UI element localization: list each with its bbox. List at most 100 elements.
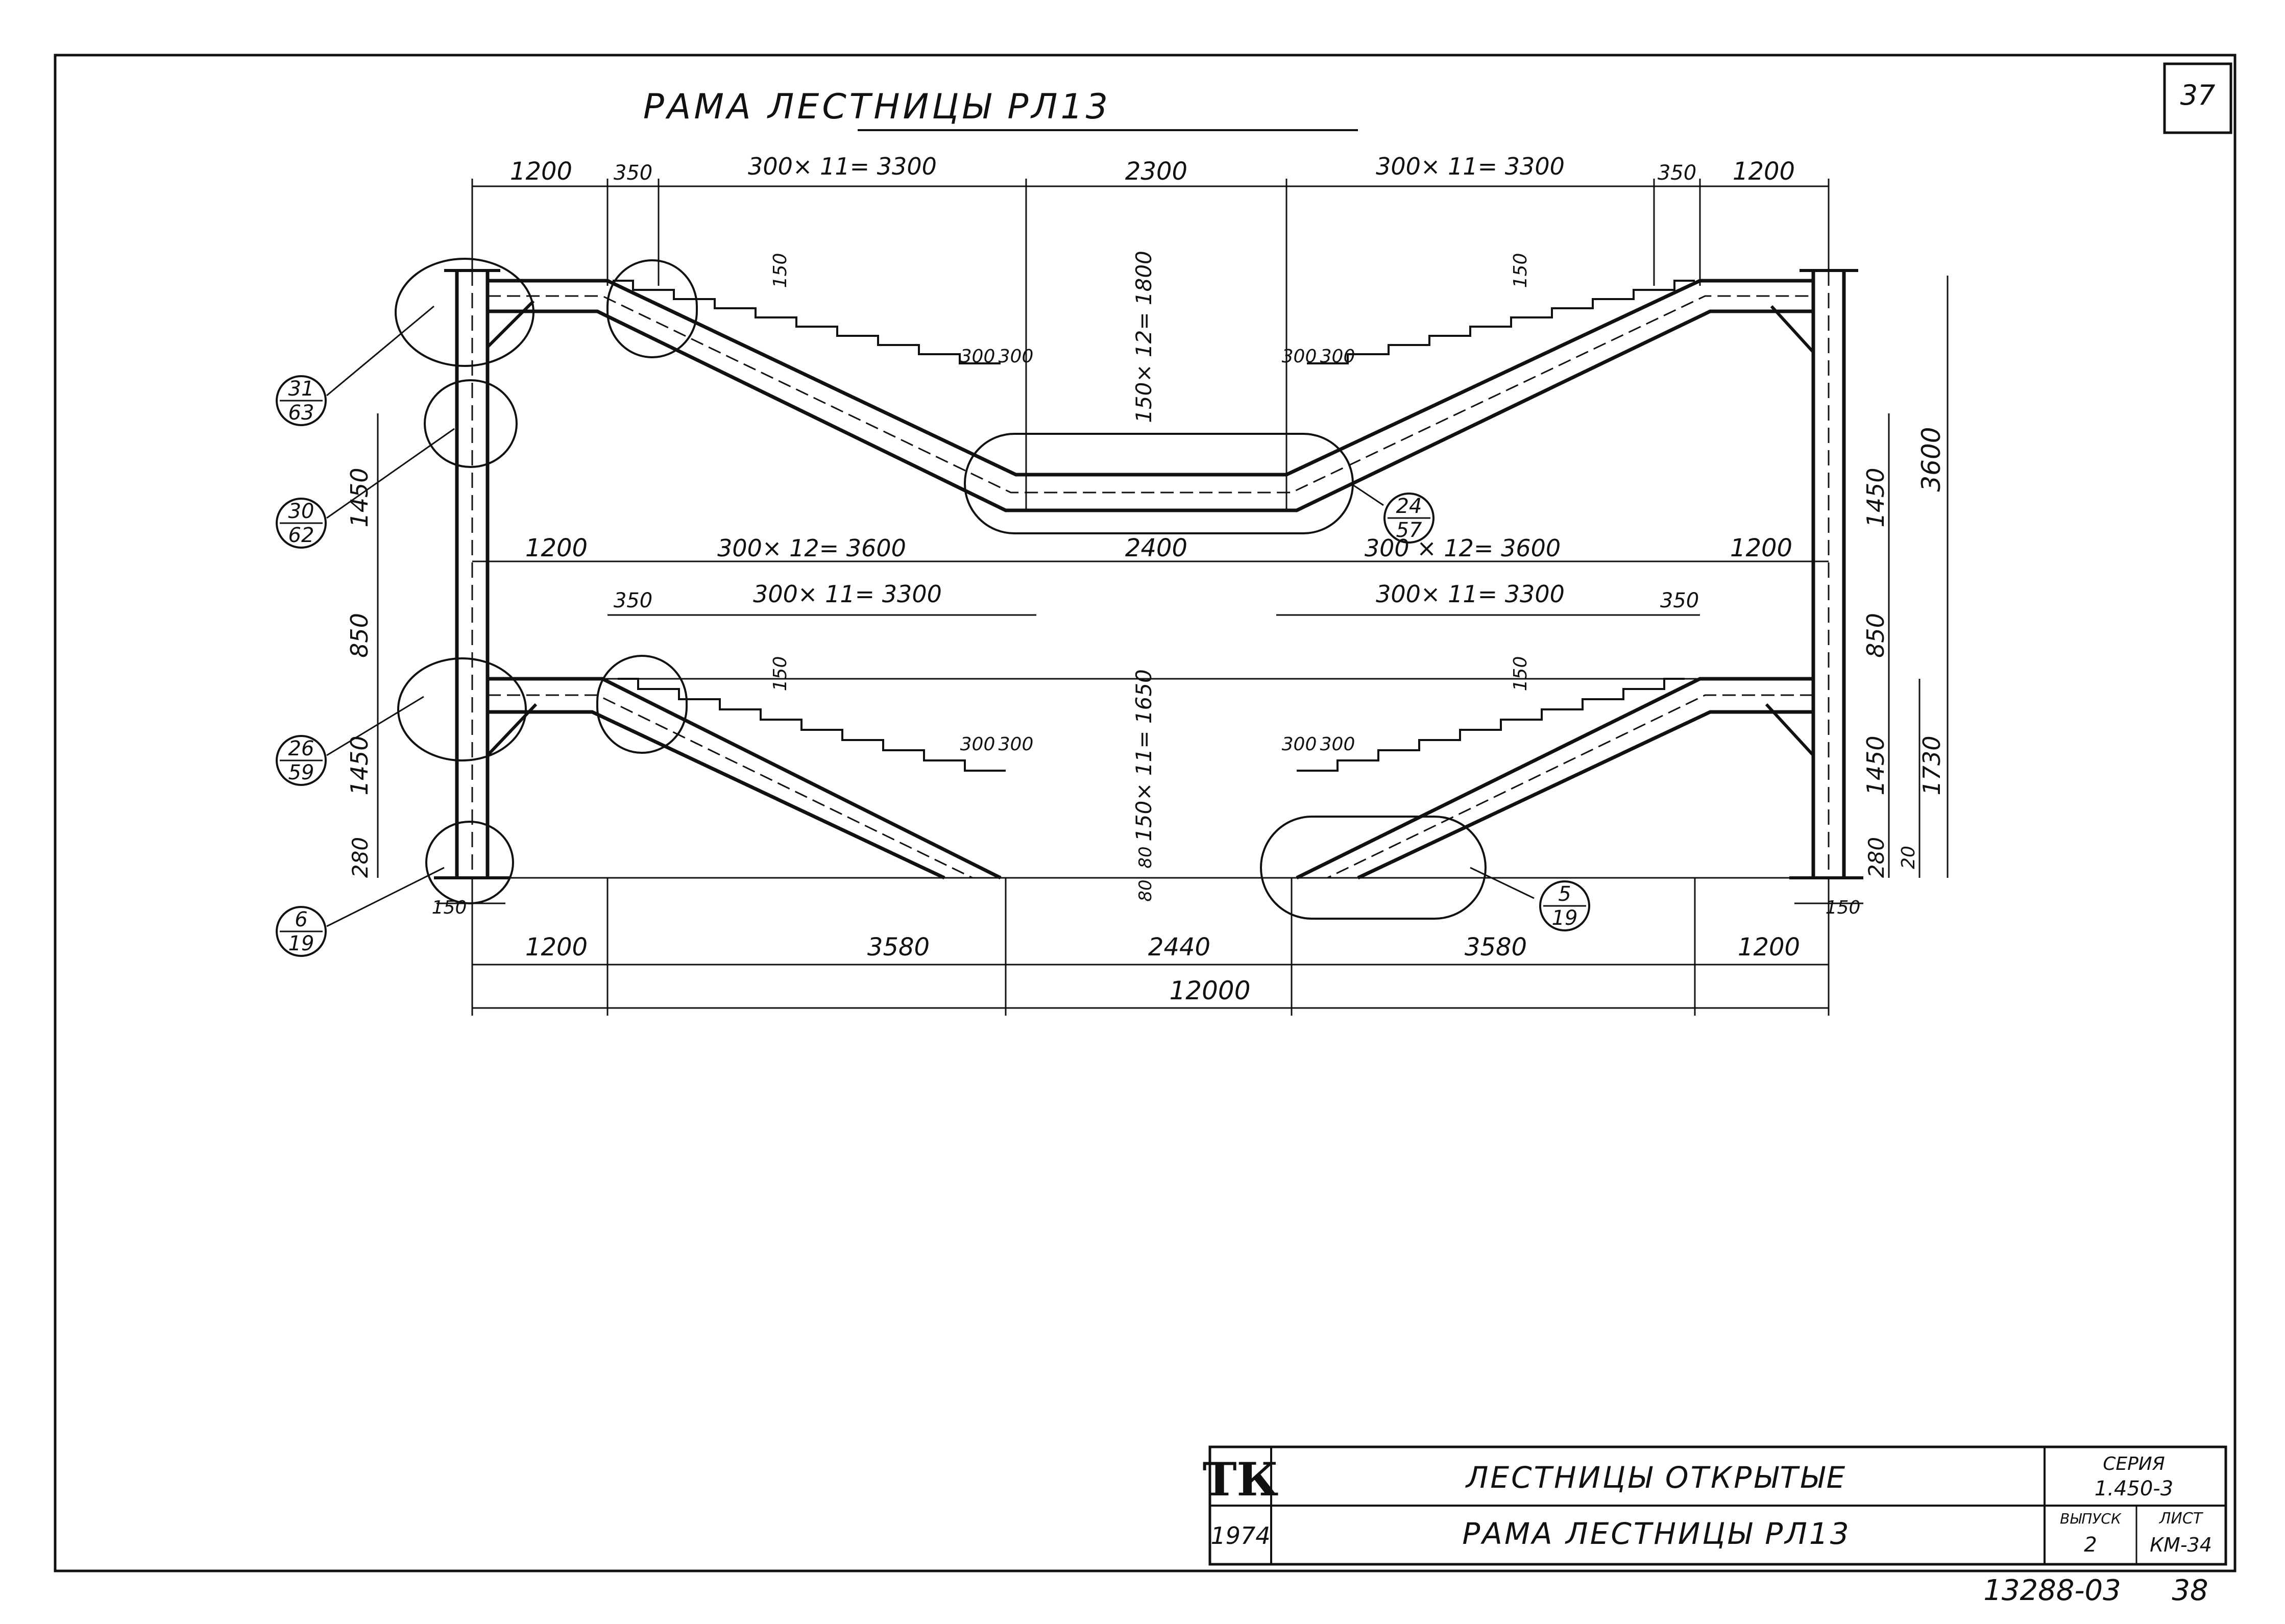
detail-markers [395, 258, 1487, 920]
dim-mid-4: 1200 [1730, 534, 1792, 562]
upper-left-treads [613, 280, 1001, 364]
dim-right-v2: 1450 [1862, 735, 1889, 795]
dim-mid-0: 1200 [525, 534, 588, 562]
archive-page: 38 [2172, 1574, 2208, 1607]
lower-left-stringer-bottom [488, 710, 945, 880]
dim-top-0: 1200 [510, 157, 572, 186]
dim-lower-0: 350 [614, 589, 652, 612]
sheet-number-box [2163, 62, 2232, 134]
svg-text:59: 59 [288, 761, 314, 784]
lower-right-stringer-top [1296, 677, 1813, 880]
callout-24-57: 24 57 [1383, 493, 1435, 544]
lower-right-treads [1297, 678, 1685, 772]
dim-mid-2: 2400 [1125, 534, 1187, 562]
issue-value: 2 [2084, 1533, 2097, 1557]
dim-right-v1: 850 [1862, 613, 1889, 658]
dim-right-total-upper: 3600 [1916, 427, 1946, 491]
svg-text:24: 24 [1396, 495, 1422, 518]
callout-5-19: 5 19 [1539, 880, 1590, 931]
archive-number: 13288-03 [1983, 1574, 2121, 1607]
dim-right-total-lower: 1730 [1918, 735, 1946, 795]
lower-right-stringer-bottom [1357, 710, 1813, 880]
dim-step-lower-center: 150× 11= 1650 [1131, 669, 1156, 842]
dim-tread-upper-right-a: 300 [1282, 346, 1317, 367]
detail-oval-24 [964, 433, 1354, 534]
dim-top-1: 350 [614, 161, 652, 185]
callout-31-63: 31 63 [276, 375, 327, 426]
sheet-number: 37 [2180, 79, 2216, 111]
dim-mid-3: 300 × 12= 3600 [1365, 534, 1561, 562]
detail-oval-26 [397, 657, 527, 761]
dim-tread-lower-right-b: 300 [1320, 734, 1355, 755]
sheet-value: КМ-34 [2150, 1534, 2212, 1556]
dim-top-2: 300× 11= 3300 [748, 153, 937, 180]
issue-label: ВЫПУСК [2060, 1510, 2122, 1527]
dim-tread-lower-right-a: 300 [1282, 734, 1317, 755]
dim-right-v0: 1450 [1862, 467, 1889, 527]
title-block [1208, 1445, 2227, 1566]
detail-circle-30 [424, 379, 518, 468]
callout-30-62: 30 62 [276, 498, 327, 549]
dim-left-v3: 280 [348, 837, 373, 878]
dim-bottom-3: 3580 [1465, 933, 1527, 962]
dim-left-v1: 850 [346, 613, 373, 658]
lower-left-treads [618, 678, 1006, 772]
svg-text:26: 26 [288, 737, 314, 760]
dim-step-upper-center: 150× 12= 1800 [1131, 251, 1156, 423]
dimension-labels: 1200 350 300× 11= 3300 2300 300× 11= 330… [346, 153, 1946, 1005]
detail-oval-31 [395, 258, 534, 367]
upper-right-treads [1307, 280, 1695, 364]
series-value: 1.450-3 [2095, 1477, 2173, 1500]
dim-tread-lower-left-b: 300 [999, 734, 1034, 755]
dimension-lines [377, 179, 1949, 1016]
dim-overall: 12000 [1169, 976, 1250, 1005]
sheet-label: ЛИСТ [2159, 1510, 2204, 1528]
dim-left-v0: 1450 [346, 467, 373, 527]
callout-26-59: 26 59 [276, 735, 327, 786]
dim-col-right: 150 [1826, 897, 1861, 918]
lower-left-brace [486, 703, 538, 757]
svg-text:6: 6 [295, 908, 307, 931]
dim-lower-1: 300× 11= 3300 [753, 580, 942, 608]
dim-tread-lower-left-a: 300 [960, 734, 995, 755]
dim-col-left: 150 [432, 897, 467, 918]
dim-riser-lower-right: 150 [1510, 656, 1531, 692]
svg-text:19: 19 [1552, 906, 1578, 930]
dim-top-4: 300× 11= 3300 [1376, 153, 1565, 180]
lower-right-stringer-axis [1327, 694, 1813, 879]
dim-center-small-a: 80 [1135, 846, 1156, 868]
lower-right-brace [1765, 703, 1815, 757]
detail-oval-upper-left [606, 259, 698, 358]
upper-right-brace [1770, 305, 1815, 354]
upper-left-brace [486, 300, 535, 349]
dim-bottom-4: 1200 [1738, 933, 1800, 962]
svg-text:57: 57 [1396, 519, 1422, 542]
svg-text:19: 19 [288, 932, 314, 955]
dim-bottom-0: 1200 [525, 933, 588, 962]
dim-right-v3: 280 [1864, 837, 1889, 878]
dim-top-6: 1200 [1733, 157, 1795, 186]
svg-text:63: 63 [288, 401, 314, 425]
dim-riser-upper-left: 150 [770, 253, 791, 288]
detail-oval-lower-left [596, 655, 688, 754]
dim-top-5: 350 [1658, 161, 1696, 185]
dim-lower-3: 350 [1660, 589, 1699, 612]
upper-stringer-bottom [488, 309, 1813, 512]
dim-tread-upper-left-b: 300 [999, 346, 1034, 367]
dim-center-small-b: 80 [1135, 879, 1156, 901]
dim-left-v2: 1450 [346, 735, 373, 795]
dim-tread-upper-left-a: 300 [960, 346, 995, 367]
callout-leaders [326, 305, 1535, 927]
dim-top-3: 2300 [1125, 157, 1187, 186]
lower-left-stringer-axis [488, 694, 973, 879]
detail-circle-6 [425, 821, 514, 904]
upper-stringer-axis [488, 295, 1813, 494]
dim-riser-lower-left: 150 [770, 656, 791, 692]
title-block-year: 1974 [1210, 1522, 1270, 1549]
svg-text:62: 62 [288, 524, 314, 547]
title-block-name-2: РАМА ЛЕСТНИЦЫ РЛ13 [1462, 1516, 1851, 1551]
dim-tread-upper-right-b: 300 [1320, 346, 1355, 367]
drawing-title: РАМА ЛЕСТНИЦЫ РЛ13 [643, 87, 1111, 127]
